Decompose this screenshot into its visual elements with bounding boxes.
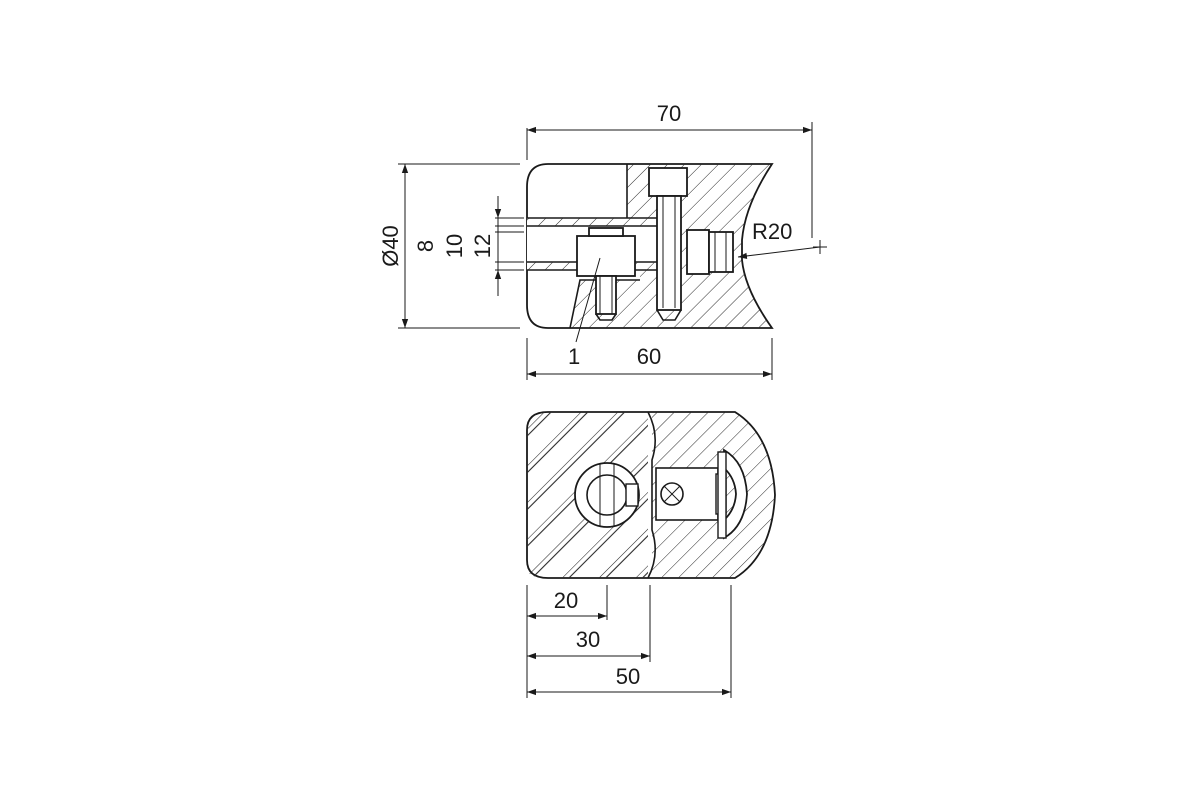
dim-radius-20: R20 — [737, 219, 827, 260]
dim-70-label: 70 — [657, 101, 681, 126]
dim-50-label: 50 — [616, 664, 640, 689]
dim-10-label: 10 — [442, 234, 467, 258]
dim-20-label: 20 — [554, 588, 578, 613]
dim-60: 60 — [526, 338, 773, 380]
dim-12-label: 12 — [470, 234, 495, 258]
dim-slot: 8 10 12 — [413, 196, 524, 296]
item-callout-1: 1 — [568, 257, 601, 369]
dim-diameter-40-label: Ø40 — [378, 225, 403, 267]
dim-50: 50 — [527, 585, 732, 698]
cap-screw — [648, 167, 688, 321]
dim-8-label: 8 — [413, 240, 438, 252]
bore — [574, 462, 640, 528]
insert — [686, 229, 734, 275]
dim-radius-20-label: R20 — [752, 219, 792, 244]
dim-30-label: 30 — [576, 627, 600, 652]
grub-screw — [576, 227, 636, 321]
front-view: 20 30 50 — [526, 411, 776, 698]
dim-70: 70 — [526, 101, 813, 238]
cross-pin — [655, 467, 727, 521]
dim-20: 20 — [526, 585, 608, 698]
dim-diameter-40: Ø40 — [378, 163, 520, 329]
dim-30: 30 — [527, 585, 651, 662]
item-callout-1-label: 1 — [568, 344, 580, 369]
dim-60-label: 60 — [637, 344, 661, 369]
top-view: 70 Ø40 8 10 12 R20 — [378, 101, 827, 380]
